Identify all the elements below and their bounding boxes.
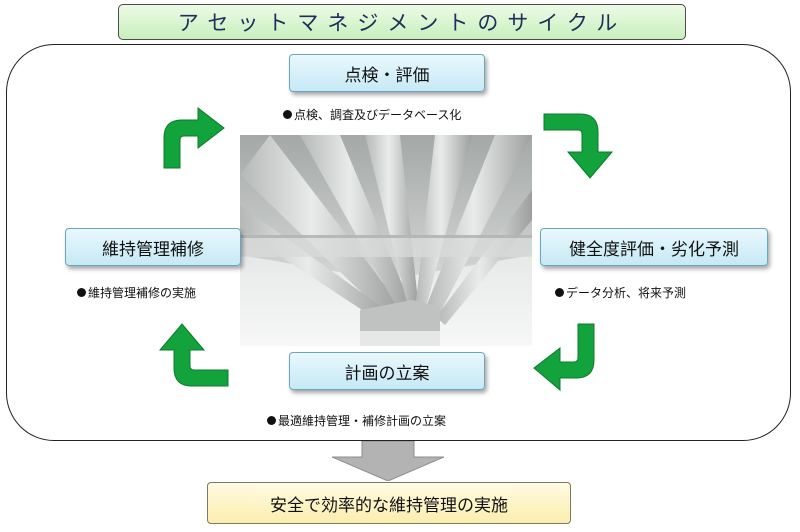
note-text: 最適維持管理・補修計画の立案 <box>278 414 447 428</box>
bullet-icon <box>283 110 292 119</box>
note-text: 点検、調査及びデータベース化 <box>294 108 462 122</box>
arrow-top-to-right-icon <box>543 113 614 179</box>
bullet-icon <box>267 416 276 425</box>
arrow-left-to-top-icon <box>163 106 225 169</box>
bridge-underside-photo <box>240 135 532 346</box>
stage-soundness-note: データ分析、将来予測 <box>555 284 686 301</box>
stage-planning-note: 最適維持管理・補修計画の立案 <box>267 412 446 429</box>
note-text: 維持管理補修の実施 <box>88 286 197 300</box>
bullet-icon <box>77 288 86 297</box>
down-arrow-icon <box>332 441 444 481</box>
stage-maintenance-note: 維持管理補修の実施 <box>77 284 196 301</box>
stage-planning: 計画の立案 <box>289 352 485 390</box>
arrow-right-to-bottom-icon <box>533 323 595 392</box>
arrow-bottom-to-left-icon <box>158 323 229 387</box>
bullet-icon <box>555 288 564 297</box>
result-outcome: 安全で効率的な維持管理の実施 <box>207 482 571 524</box>
stage-inspection-evaluation: 点検・評価 <box>289 54 485 92</box>
stage-soundness-deterioration: 健全度評価・劣化予測 <box>540 228 768 266</box>
stage-inspection-note: 点検、調査及びデータベース化 <box>283 106 461 123</box>
diagram-title: アセットマネジメントのサイクル <box>118 4 686 40</box>
note-text: データ分析、将来予測 <box>566 286 687 300</box>
stage-maintenance-repair: 維持管理補修 <box>65 228 241 266</box>
